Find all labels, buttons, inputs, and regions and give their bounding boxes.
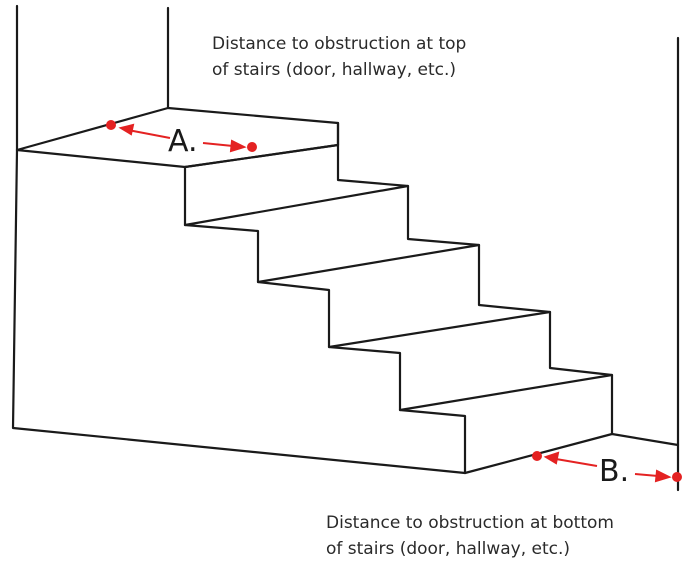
arrow-b-right-head [654, 469, 672, 483]
marker-b-label: B. [599, 454, 629, 489]
tread-edge-1 [183, 184, 410, 227]
arrow-a-left-head [118, 123, 135, 136]
arrow-a-right-head [229, 139, 247, 153]
bottom-obstruction-note: Distance to obstruction at bottom of sta… [326, 513, 614, 559]
point-b-start [532, 451, 542, 461]
point-a-end [247, 142, 257, 152]
distance-b-indicator [532, 451, 682, 483]
steps-profile [183, 121, 614, 475]
floor-line [610, 432, 680, 447]
tread-edge-4 [398, 373, 614, 412]
point-b-end [672, 472, 682, 482]
top-obstruction-note: Distance to obstruction at top of stairs… [212, 34, 467, 80]
stair-side-face [11, 148, 467, 475]
arrow-b-left-head [543, 451, 560, 465]
marker-a-label: A. [168, 124, 198, 159]
tread-edge-3 [327, 310, 552, 349]
point-a-start [106, 120, 116, 130]
landing-riser-edge [183, 143, 340, 169]
tread-edge-2 [256, 243, 481, 284]
distance-a-indicator [106, 120, 257, 153]
